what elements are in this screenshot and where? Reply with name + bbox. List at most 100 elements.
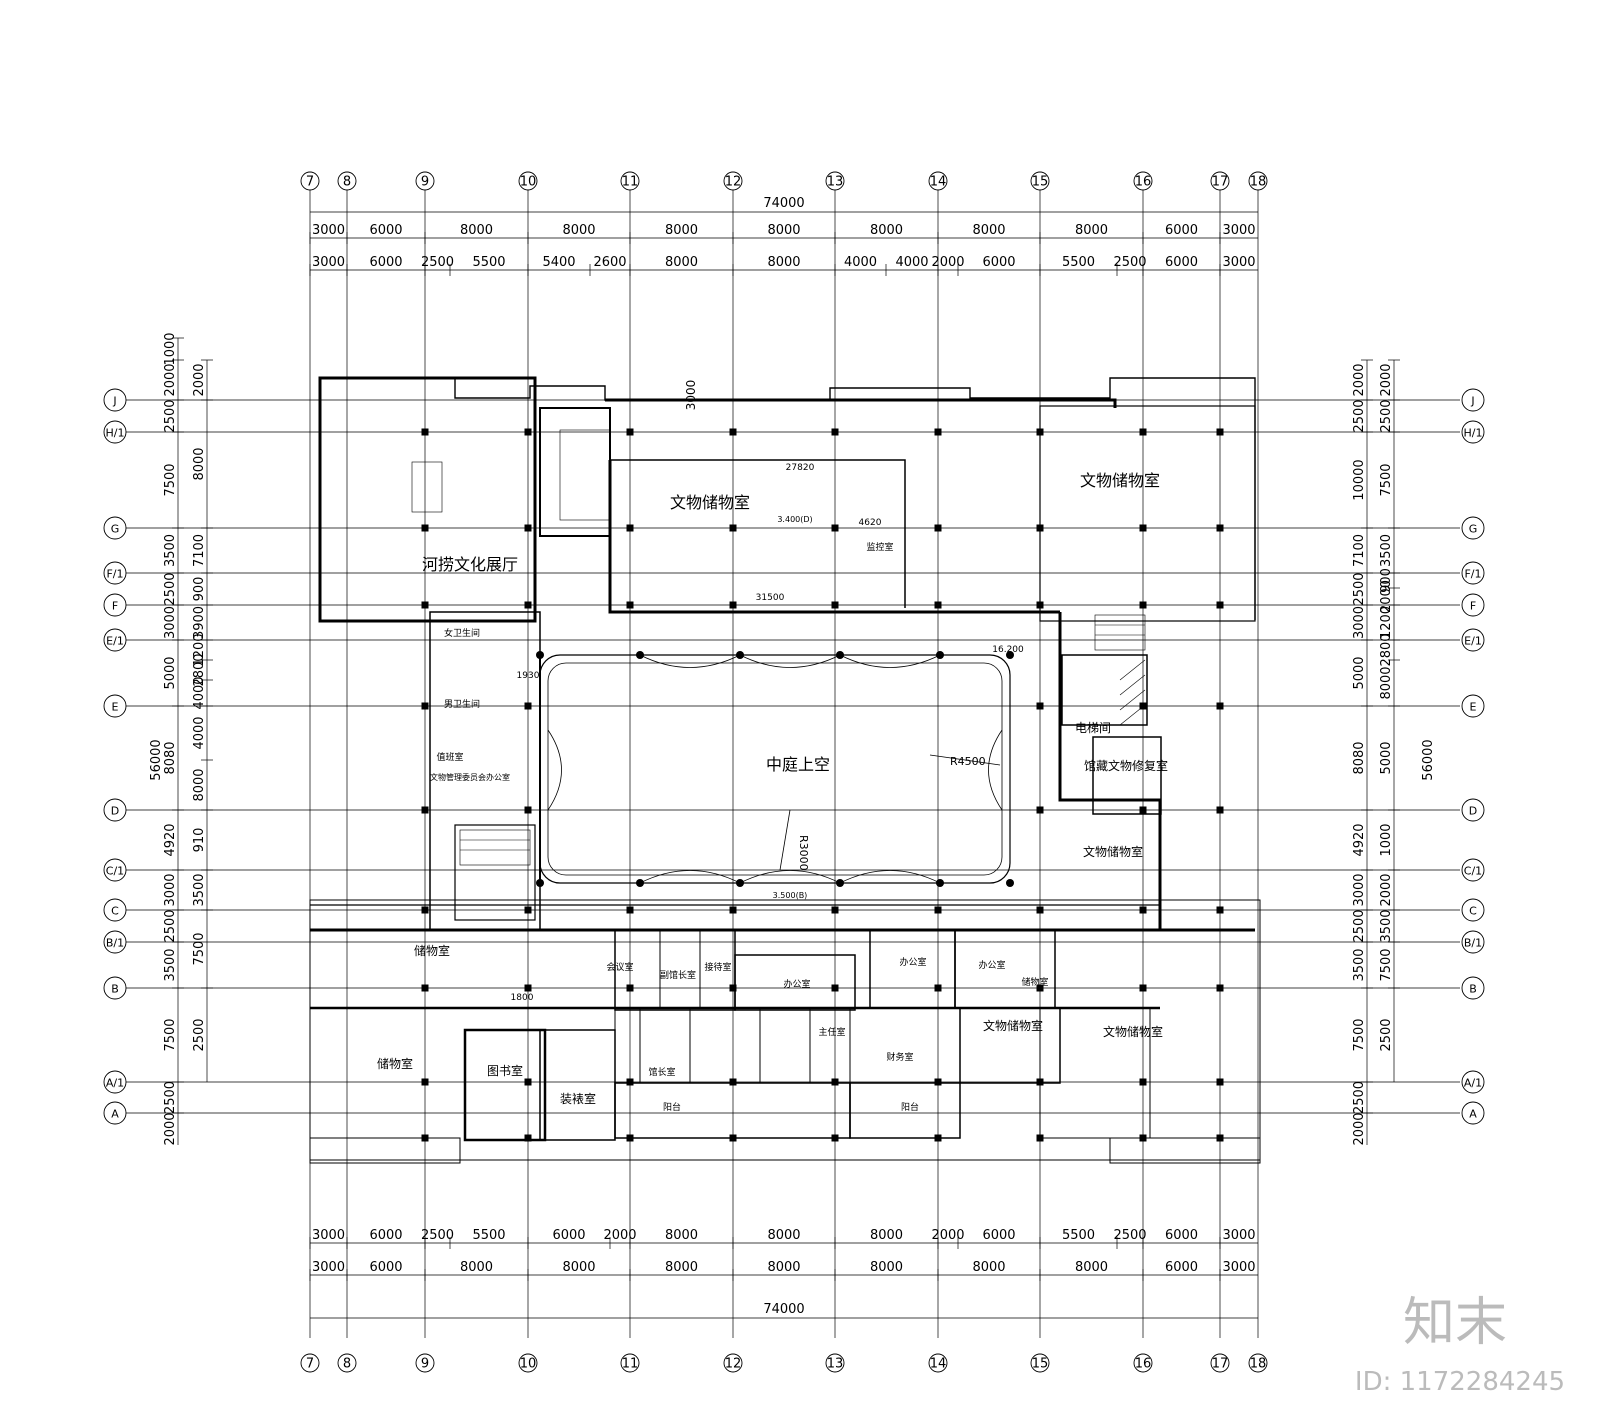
- room-storage-small: 储物室: [1021, 976, 1048, 988]
- vdim-value: 2500: [1379, 399, 1394, 432]
- column: [1139, 702, 1147, 710]
- vdim-value: 5000: [1352, 656, 1367, 689]
- column: [831, 428, 839, 436]
- axis-label: B: [111, 983, 119, 996]
- column: [524, 601, 532, 609]
- dim-value: 3000: [1222, 255, 1255, 270]
- vdim-value: 2000: [163, 363, 178, 396]
- vdim-value: 4000: [192, 676, 207, 709]
- vdim-value: 2500: [192, 1018, 207, 1051]
- room-male-wc: 男卫生间: [444, 698, 480, 710]
- column: [524, 906, 532, 914]
- axis-label: J: [1470, 395, 1474, 408]
- dim-value: 8000: [562, 223, 595, 238]
- vdim-value: 3900: [192, 606, 207, 639]
- column: [524, 428, 532, 436]
- dim-value: 8000: [870, 1228, 903, 1243]
- column: [626, 906, 634, 914]
- dim-value: 6000: [1165, 255, 1198, 270]
- axis-label: 13: [827, 1357, 844, 1372]
- vdim-value: 3500: [163, 948, 178, 981]
- column: [1139, 806, 1147, 814]
- room-balcony-1: 阳台: [663, 1101, 681, 1113]
- vdim-value: 7500: [1352, 1018, 1367, 1051]
- dim-value: 3000: [312, 255, 345, 270]
- axis-label: 8: [343, 175, 351, 190]
- axis-bubble: [1461, 1101, 1485, 1125]
- room-deputy: 副馆长室: [660, 969, 696, 981]
- annot-level-3400: 3.400(D): [777, 515, 812, 524]
- axis-label: 18: [1250, 1357, 1267, 1372]
- room-monitor: 监控室: [866, 541, 893, 553]
- column: [729, 428, 737, 436]
- room-relic-store-4: 文物储物室: [983, 1018, 1043, 1033]
- axis-label: E: [112, 701, 119, 714]
- axis-bubble: [1461, 388, 1485, 412]
- axis-label: A/1: [1464, 1077, 1482, 1090]
- room-office-3: 办公室: [978, 959, 1005, 971]
- vdim-value: 1000: [1379, 823, 1394, 856]
- watermark-brand: 知末: [1403, 1293, 1507, 1353]
- column: [524, 1078, 532, 1086]
- vdim-value: 3500: [1379, 909, 1394, 942]
- axis-bubble: [103, 388, 127, 412]
- dim-value: 4000: [895, 255, 928, 270]
- vdim-value: 7500: [163, 1018, 178, 1051]
- vdim-value: 900: [192, 577, 207, 602]
- dim-value: 3000: [312, 1228, 345, 1243]
- axis-label: 16: [1135, 175, 1152, 190]
- axis-label: 13: [827, 175, 844, 190]
- room-meeting: 会议室: [606, 961, 633, 973]
- axis-label: 12: [725, 1357, 742, 1372]
- column: [626, 428, 634, 436]
- axis-bubble: [103, 420, 127, 444]
- room-relic-store-2: 文物储物室: [1080, 471, 1160, 490]
- axis-bubble: [1461, 930, 1485, 954]
- axis-label: 12: [725, 175, 742, 190]
- axis-label: 14: [930, 1357, 947, 1372]
- vdim-value: 8000: [192, 447, 207, 480]
- axis-label: 9: [421, 1357, 429, 1372]
- axis-label: E/1: [1464, 635, 1482, 648]
- column: [524, 702, 532, 710]
- vdim-value: 8000: [1379, 666, 1394, 699]
- dim-value: 8000: [870, 223, 903, 238]
- column: [1036, 984, 1044, 992]
- axis-bubble: [1210, 171, 1230, 191]
- axis-label: B/1: [106, 937, 124, 950]
- atrium-column: [536, 879, 544, 887]
- column: [729, 906, 737, 914]
- axis-label: 7: [306, 1357, 314, 1372]
- column: [626, 601, 634, 609]
- axis-bubble: [723, 171, 743, 191]
- axis-label: A/1: [106, 1077, 124, 1090]
- column: [1036, 1134, 1044, 1142]
- dim-value: 4000: [844, 255, 877, 270]
- axis-label: B/1: [1464, 937, 1482, 950]
- dim-value: 2000: [603, 1228, 636, 1243]
- room-main: 主任室: [818, 1026, 845, 1038]
- axis-label: 15: [1032, 1357, 1049, 1372]
- axis-label: A: [111, 1108, 119, 1121]
- axis-bubble: [1461, 628, 1485, 652]
- axis-bubble: [1461, 420, 1485, 444]
- vdim-value: 2500: [1352, 399, 1367, 432]
- axis-bubble: [103, 858, 127, 882]
- room-relic-store-5: 文物储物室: [1103, 1024, 1163, 1039]
- axis-bubble: [1461, 1070, 1485, 1094]
- room-elevator: 电梯间: [1075, 721, 1111, 735]
- dim-value: 5500: [472, 255, 505, 270]
- atrium-arcs: [547, 654, 1003, 884]
- axis-label: C: [1469, 905, 1477, 918]
- axis-bubble: [415, 1353, 435, 1373]
- column: [626, 984, 634, 992]
- axis-bubble: [1461, 561, 1485, 585]
- axis-bubble: [723, 1353, 743, 1373]
- watermark-id-text: ID: 1172284245: [1355, 1367, 1565, 1397]
- axis-bubble: [518, 171, 538, 191]
- axis-bubble: [1133, 171, 1153, 191]
- column: [524, 1134, 532, 1142]
- column: [524, 524, 532, 532]
- axis-label: 17: [1212, 1357, 1229, 1372]
